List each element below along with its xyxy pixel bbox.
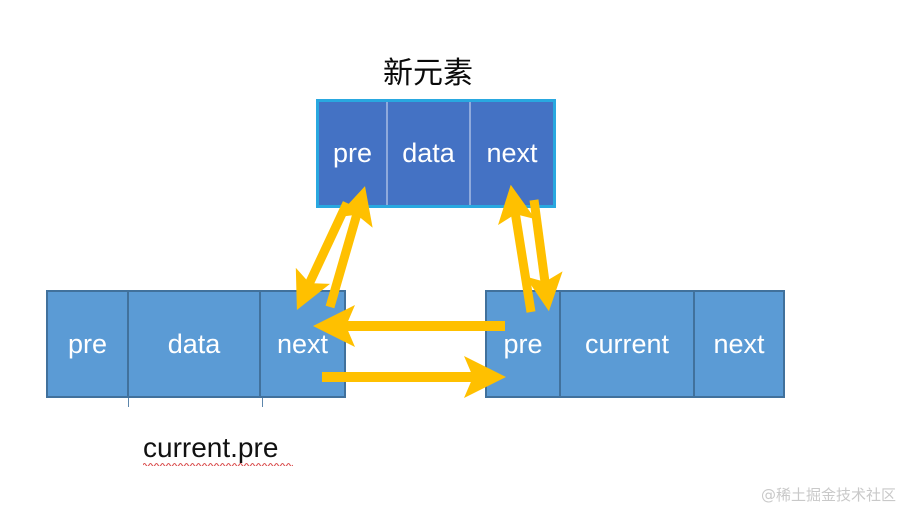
spellcheck-underline-icon [143,463,293,466]
right-node-cell-current: current [561,292,695,396]
watermark: @稀土掘金技术社区 [760,486,896,504]
left-node-divider-tick-1 [128,398,129,407]
new-element-cell-data: data [388,102,471,205]
left-node-cell-pre: pre [48,292,129,396]
new-element-cell-pre: pre [319,102,388,205]
left-node-cell-data: data [129,292,261,396]
node-left: pre data next [46,290,346,398]
arrow-new-pre-to-left-next [295,201,352,311]
caption-text: current.pre [143,432,279,463]
right-node-cell-next: next [695,292,783,396]
left-node-divider-tick-2 [262,398,263,407]
left-node-cell-next: next [261,292,344,396]
right-node-cell-pre: pre [487,292,561,396]
new-element-title: 新元素 [383,56,473,91]
new-element-cell-next: next [471,102,553,205]
arrow-new-next-to-right-pre [525,199,563,312]
node-new-element: pre data next [316,99,556,208]
caption-current-pre: current.pre [143,432,293,466]
node-right: pre current next [485,290,785,398]
